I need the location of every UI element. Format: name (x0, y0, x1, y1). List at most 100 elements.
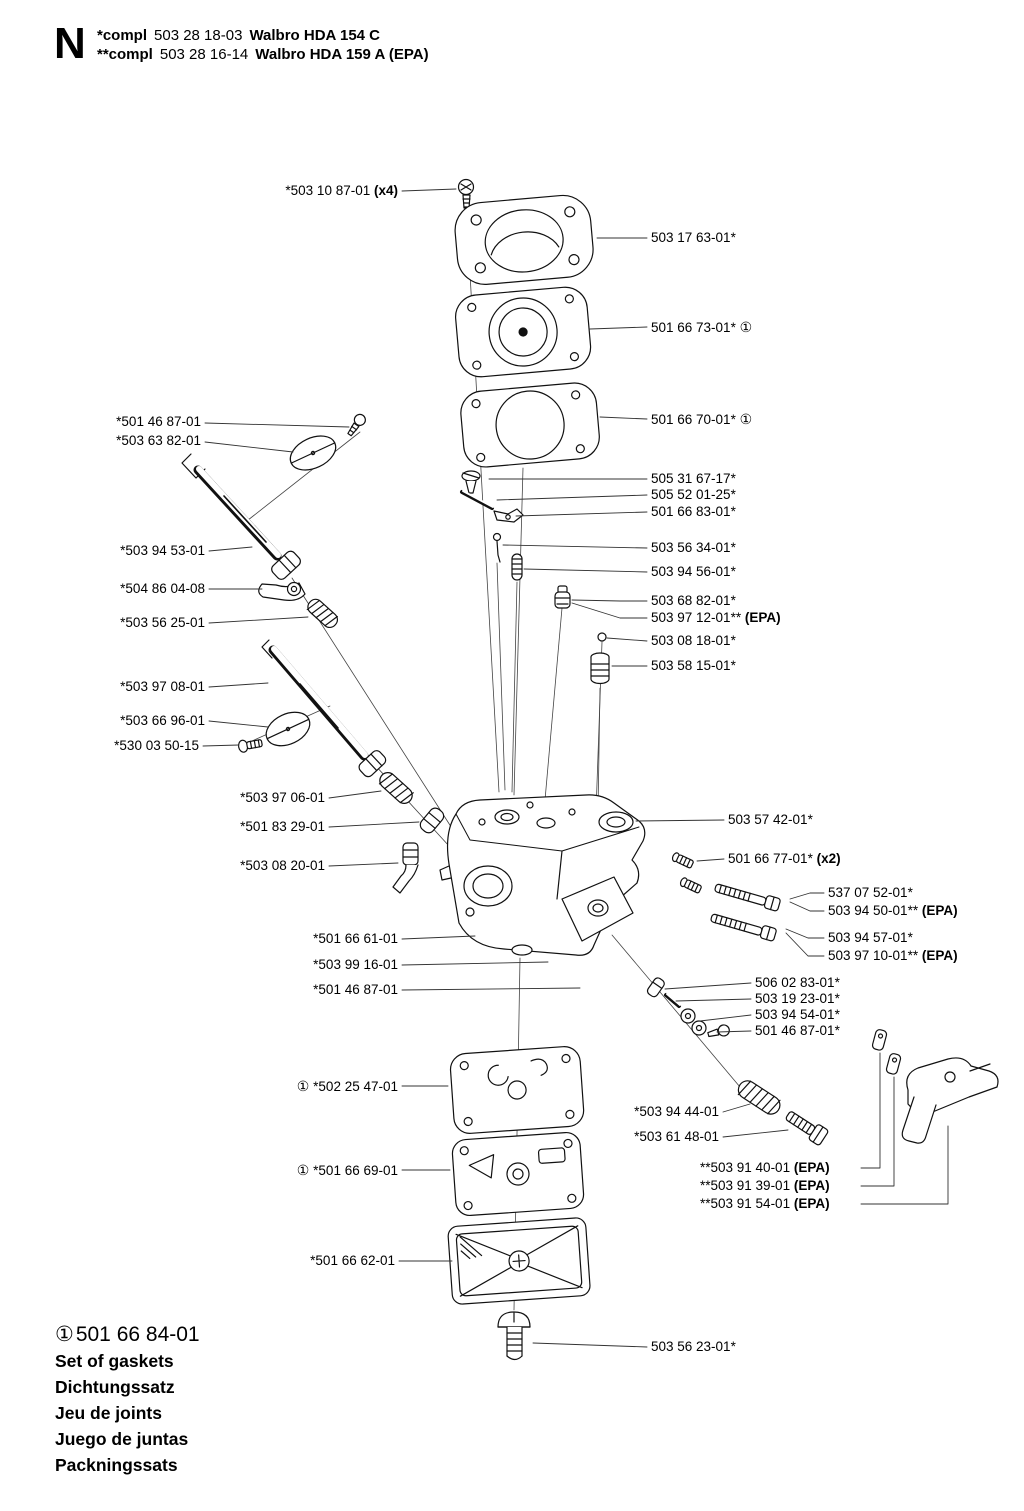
choke-spring-drawing (377, 769, 416, 806)
adjust-screw-low-drawing (710, 911, 777, 942)
part-label: 505 52 01-25* (651, 487, 736, 502)
lever-assembly-drawing (902, 1058, 998, 1143)
part-label: *503 99 16-01 (313, 957, 398, 972)
part-label: ① *501 66 69-01 (296, 1162, 398, 1178)
leader-line (524, 569, 647, 572)
small-spring-drawing (512, 554, 522, 580)
idle-screw-drawing (783, 1107, 829, 1146)
limiter-cap-2-drawing (886, 1053, 902, 1075)
circled-one-icon: ① (55, 1323, 74, 1346)
part-label: 501 66 83-01* (651, 504, 736, 519)
carburetor-body-drawing (440, 795, 645, 955)
valve-part-drawing (555, 586, 570, 608)
part-label: 503 97 10-01** (EPA) (828, 948, 958, 963)
leader-line (676, 999, 751, 1001)
section-letter: N (54, 19, 86, 68)
small-screws-x2-drawing (671, 852, 702, 894)
bottom-screw-drawing (498, 1312, 530, 1360)
gasket-set-label-en: Set of gaskets (55, 1351, 174, 1371)
leader-line (402, 988, 580, 990)
leader-line (533, 1343, 647, 1347)
part-label: *501 66 62-01 (310, 1253, 395, 1268)
part-label: 505 31 67-17* (651, 471, 736, 486)
part-label: 503 94 54-01* (755, 1007, 840, 1022)
gasket-set-number: ①501 66 84-01 (55, 1323, 200, 1346)
plug-drawing (646, 976, 666, 998)
gasket-set-label-de: Dichtungssatz (55, 1377, 175, 1397)
adjust-screw-high-drawing (714, 881, 781, 912)
gasket-set-label-sv: Packningssats (55, 1455, 178, 1475)
part-label: *501 66 61-01 (313, 931, 398, 946)
limiter-cap-1-drawing (872, 1029, 888, 1051)
leader-line (572, 603, 647, 618)
cover-plate-drawing (453, 193, 596, 287)
choke-shaft-drawing (262, 640, 388, 779)
part-label: *501 46 87-01 (116, 414, 201, 429)
leader-line (861, 1126, 948, 1204)
part-label: 503 17 63-01* (651, 230, 736, 245)
leader-line (209, 683, 268, 687)
part-label: 503 08 18-01* (651, 633, 736, 648)
throttle-shaft-drawing (182, 454, 302, 581)
throttle-disc-screw-drawing (345, 412, 367, 438)
leader-line (516, 512, 647, 516)
part-label: *503 97 06-01 (240, 790, 325, 805)
gasket-top-drawing (459, 381, 601, 469)
gasket-set-label-fr: Jeu de joints (55, 1403, 162, 1423)
needle-drawing (494, 534, 501, 563)
leader-line (329, 822, 419, 827)
link-plate-drawing (681, 1009, 706, 1035)
bottom-cover-drawing (448, 1217, 591, 1304)
part-label: *503 66 96-01 (120, 713, 205, 728)
model-name-1: Walbro HDA 154 C (249, 27, 381, 44)
part-label: 501 66 73-01* ① (651, 319, 753, 335)
throttle-disc-drawing (285, 429, 341, 476)
compl-number-1: 503 28 18-03 (154, 27, 243, 44)
part-label: *501 83 29-01 (240, 819, 325, 834)
part-label: ① *502 25 47-01 (296, 1078, 398, 1094)
leader-line (786, 933, 824, 956)
leader-line (329, 791, 381, 798)
gasket-bottom-drawing (452, 1132, 585, 1217)
choke-disc-screw-drawing (238, 737, 263, 753)
part-label: 503 97 12-01** (EPA) (651, 610, 781, 625)
leader-line (590, 327, 647, 329)
ribbed-cylinder-drawing (591, 653, 609, 684)
part-label: 503 56 23-01* (651, 1339, 736, 1354)
leader-line (209, 721, 268, 727)
sleeve-drawing (418, 806, 446, 836)
part-label: **503 91 54-01 (EPA) (700, 1196, 830, 1211)
part-label: 503 68 82-01* (651, 593, 736, 608)
leader-line (723, 1104, 750, 1112)
leader-line (572, 600, 647, 601)
part-label: *503 94 44-01 (634, 1104, 719, 1119)
elbow-fitting-drawing (393, 843, 418, 893)
part-label: *504 86 04-08 (120, 581, 205, 596)
part-label: 503 56 34-01* (651, 540, 736, 555)
part-label: *503 63 82-01 (116, 433, 201, 448)
leader-line (600, 417, 647, 419)
leader-line (402, 936, 475, 939)
leader-line (209, 617, 308, 623)
leader-line (205, 442, 293, 452)
leader-line (503, 545, 647, 548)
diaphragm-drawing (454, 285, 593, 378)
leader-line (402, 962, 548, 965)
cover-screw-drawing (459, 180, 474, 209)
metering-lever-drawing (494, 509, 523, 522)
pin-drawing (462, 491, 493, 508)
model-name-2: Walbro HDA 159 A (EPA) (255, 46, 429, 63)
leader-line (786, 929, 824, 938)
part-label: 501 66 70-01* ① (651, 411, 753, 427)
part-label: 503 94 50-01** (EPA) (828, 903, 958, 918)
part-label: *503 94 53-01 (120, 543, 205, 558)
gasket-set-note: ①501 66 84-01 Set of gaskets Dichtungssa… (55, 1322, 200, 1478)
part-label: 537 07 52-01* (828, 885, 913, 900)
leader-line (790, 893, 824, 899)
compl-number-2: 503 28 16-14 (159, 46, 249, 63)
